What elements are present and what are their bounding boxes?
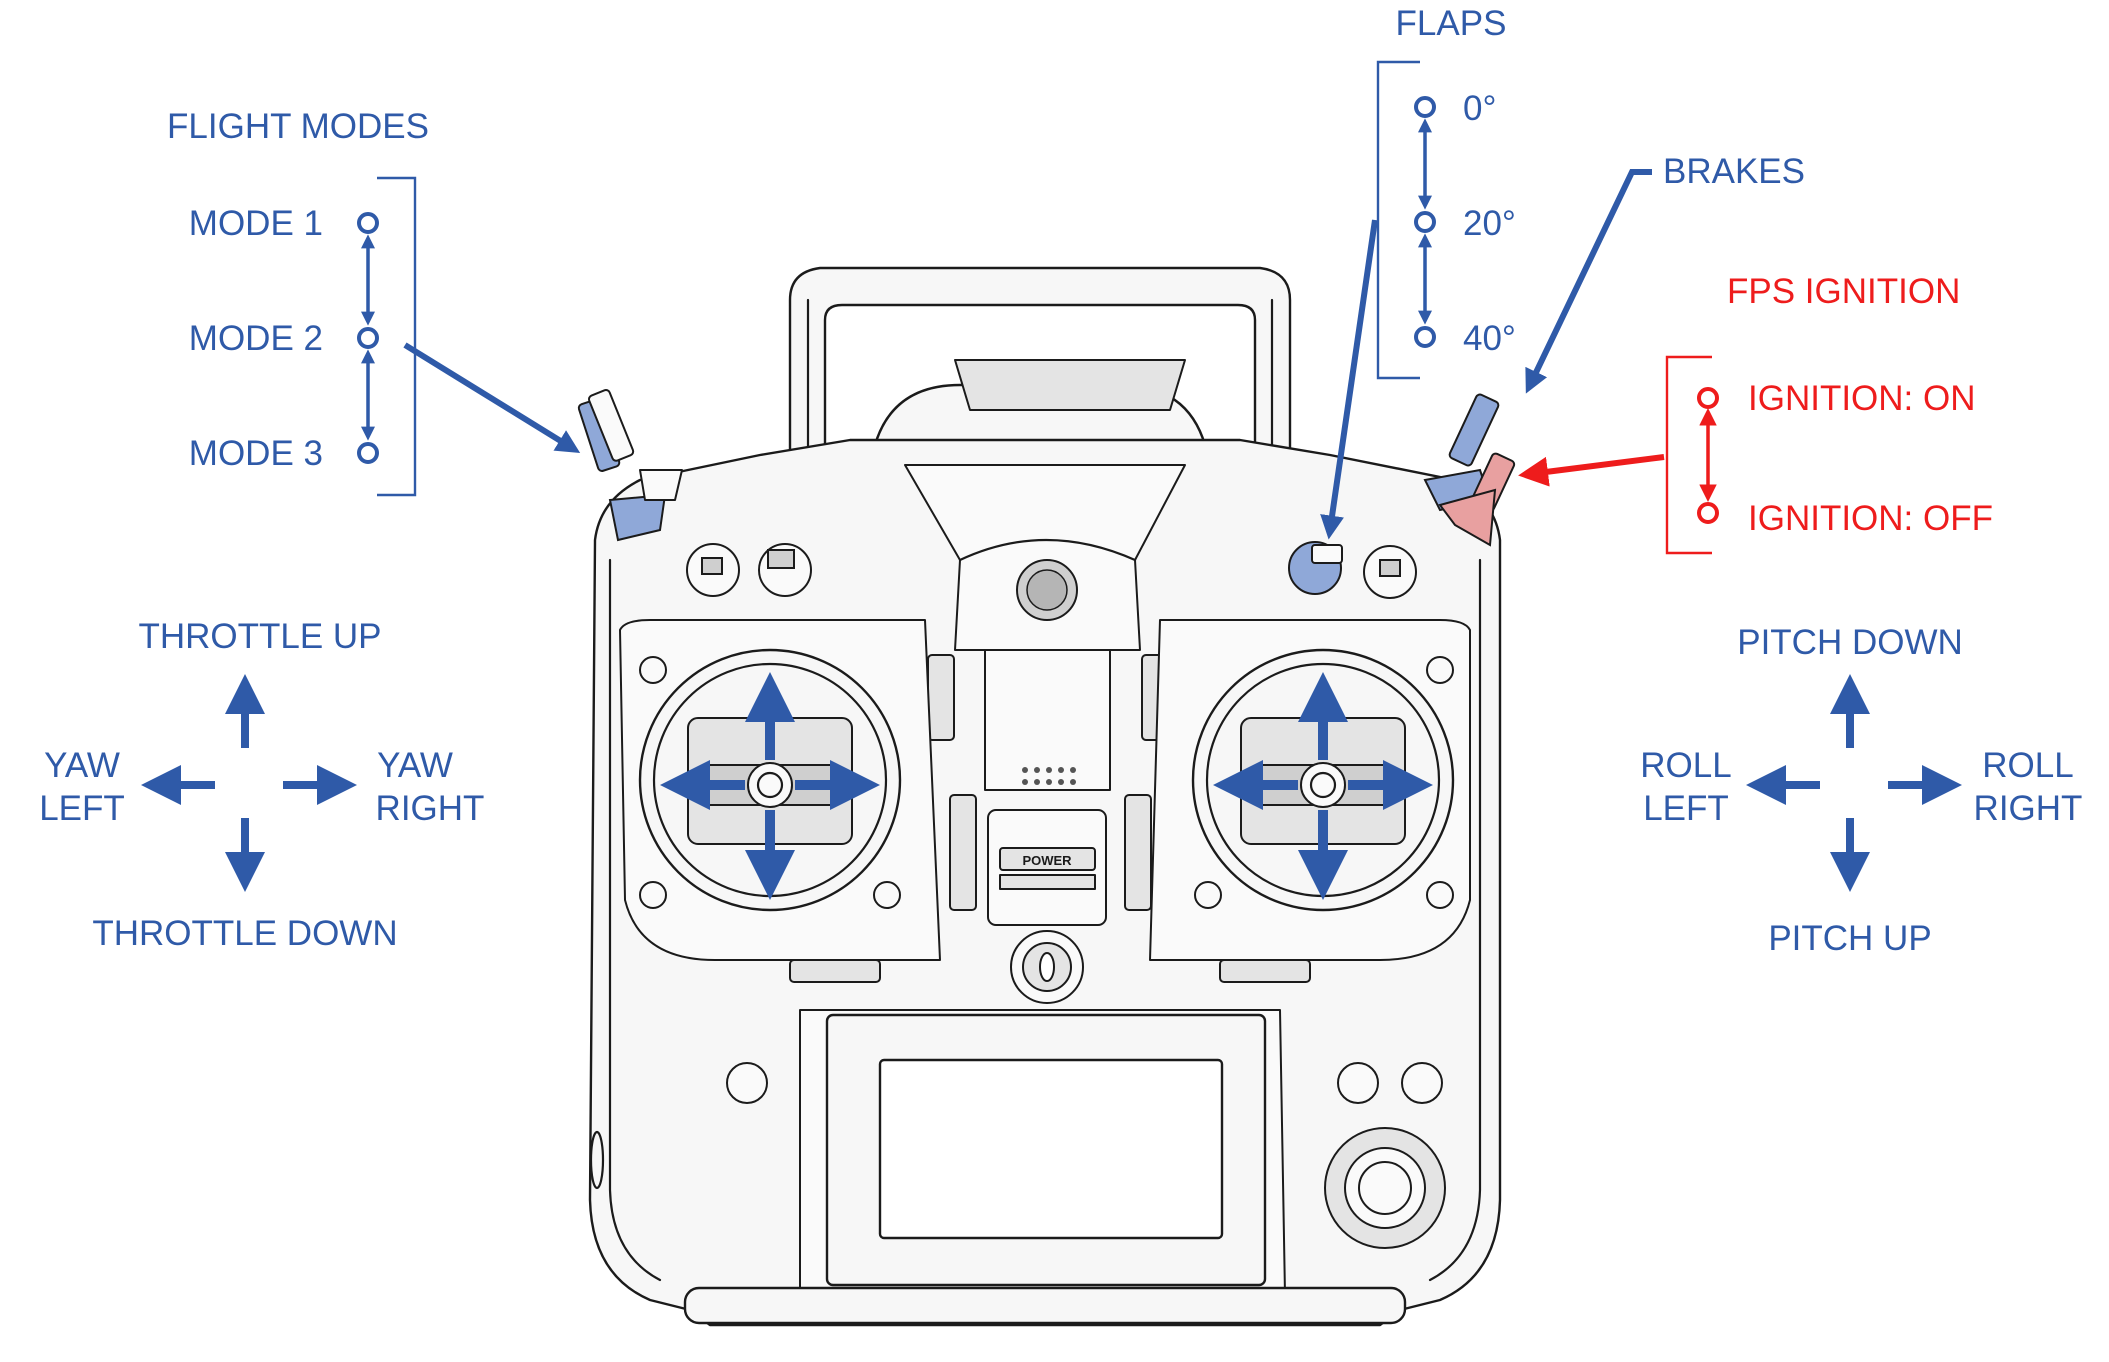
flaps-0-label: 0° <box>1463 89 1496 128</box>
mode-3-label: MODE 3 <box>189 434 323 473</box>
left-stick-arrows <box>660 672 880 900</box>
ignition-callout: FPS IGNITION IGNITION: ON IGNITION: OFF <box>1518 272 1993 555</box>
roll-right-label-2: RIGHT <box>1974 789 2083 828</box>
left-stick[interactable] <box>747 762 793 808</box>
right-screw-br <box>1426 881 1454 909</box>
ignition-switch-base <box>1438 488 1497 547</box>
power-label: POWER <box>1022 853 1072 868</box>
trim-left-vertical-top[interactable] <box>927 654 955 741</box>
speaker-grille <box>1022 767 1076 785</box>
ignition-off-dot <box>1697 502 1719 524</box>
handle-edge <box>806 298 1274 472</box>
nav-pad-center[interactable] <box>1358 1161 1412 1215</box>
flight-modes-bracket <box>377 176 417 497</box>
flaps-title: FLAPS <box>1396 4 1507 43</box>
throttle-down-label: THROTTLE DOWN <box>92 914 397 953</box>
pitch-down-label: PITCH DOWN <box>1737 623 1963 662</box>
side-port <box>589 1130 605 1190</box>
flight-modes-pointer <box>403 342 581 454</box>
left-screw-bl <box>639 881 667 909</box>
flaps-bracket <box>1376 60 1420 380</box>
switch-top-left-1-lever <box>701 557 723 575</box>
brakes-switch-lever[interactable] <box>1448 393 1500 467</box>
ignition-pointer <box>1518 454 1665 487</box>
flaps-0-dot <box>1414 96 1436 118</box>
flaps-20-label: 20° <box>1463 204 1516 243</box>
flaps-20-dot <box>1414 211 1436 233</box>
brakes-callout: BRAKES <box>1525 152 1805 394</box>
switch-top-right-2-lever <box>1379 559 1401 577</box>
trim-right-vertical-bottom[interactable] <box>1124 794 1152 911</box>
flight-modes-title: FLIGHT MODES <box>167 107 429 146</box>
throttle-up-label: THROTTLE UP <box>138 617 381 656</box>
roll-right-label-1: ROLL <box>1982 746 2073 785</box>
left-screw-tl <box>639 656 667 684</box>
yaw-left-label-2: LEFT <box>39 789 125 828</box>
right-button-1[interactable] <box>1337 1062 1379 1104</box>
left-screw-br <box>873 881 901 909</box>
bottom-rim <box>683 1286 1407 1325</box>
brakes-pointer <box>1525 169 1652 394</box>
switch-top-left-2-lever <box>767 549 795 569</box>
yaw-right-label-1: YAW <box>377 746 453 785</box>
right-screw-bl <box>1194 881 1222 909</box>
left-stick-center <box>756 771 784 799</box>
center-column <box>984 649 1111 791</box>
right-stick-arrows <box>1213 672 1433 900</box>
ignition-bracket <box>1665 355 1712 555</box>
roll-left-label-2: LEFT <box>1643 789 1729 828</box>
spine-curve <box>958 538 1137 562</box>
mode-1-label: MODE 1 <box>189 204 323 243</box>
flight-modes-callout: FLIGHT MODES MODE 1 MODE 2 MODE 3 <box>167 107 581 497</box>
trim-right-horizontal[interactable] <box>1219 959 1311 983</box>
flaps-40-label: 40° <box>1463 319 1516 358</box>
power-switch[interactable] <box>999 847 1096 871</box>
mode-3-dot <box>357 442 379 464</box>
transmitter: POWER <box>577 266 1516 1327</box>
ignition-on-label: IGNITION: ON <box>1748 379 1976 418</box>
center-knob-cap <box>1026 569 1068 611</box>
left-stick-legend: THROTTLE UP THROTTLE DOWN YAW LEFT YAW R… <box>39 617 484 953</box>
power-slot <box>999 874 1096 890</box>
left-trims <box>789 654 977 983</box>
right-side-edge <box>1428 558 1482 1282</box>
center-dial-grip <box>1039 952 1055 982</box>
mode-2-dot <box>357 327 379 349</box>
left-side-edge <box>608 558 662 1282</box>
ignition-on-dot <box>1697 387 1719 409</box>
right-screw-tr <box>1426 656 1454 684</box>
lcd-screen[interactable] <box>878 1058 1224 1240</box>
ignition-title: FPS IGNITION <box>1727 272 1960 311</box>
left-shoulder-switch-2[interactable] <box>587 389 635 462</box>
trim-left-horizontal[interactable] <box>789 959 881 983</box>
right-stick[interactable] <box>1300 762 1346 808</box>
flaps-40-dot <box>1414 326 1436 348</box>
top-vent <box>954 359 1186 411</box>
left-shoulder-switch-3[interactable] <box>639 469 683 501</box>
mode-2-label: MODE 2 <box>189 319 323 358</box>
right-stick-legend: PITCH DOWN PITCH UP ROLL LEFT ROLL RIGHT <box>1640 623 2082 958</box>
mode-1-dot <box>357 212 379 234</box>
roll-left-label-1: ROLL <box>1640 746 1731 785</box>
left-button[interactable] <box>726 1062 768 1104</box>
right-button-2[interactable] <box>1401 1062 1443 1104</box>
flaps-pointer <box>1320 219 1378 540</box>
right-stick-center <box>1309 771 1337 799</box>
flaps-knob-lever <box>1311 544 1343 564</box>
brakes-label: BRAKES <box>1663 152 1805 191</box>
ignition-off-label: IGNITION: OFF <box>1748 499 1993 538</box>
yaw-right-label-2: RIGHT <box>376 789 485 828</box>
trim-left-vertical-bottom[interactable] <box>949 794 977 911</box>
pitch-up-label: PITCH UP <box>1768 919 1931 958</box>
yaw-left-label-1: YAW <box>44 746 120 785</box>
flaps-callout: FLAPS 0° 20° 40° <box>1320 4 1516 540</box>
